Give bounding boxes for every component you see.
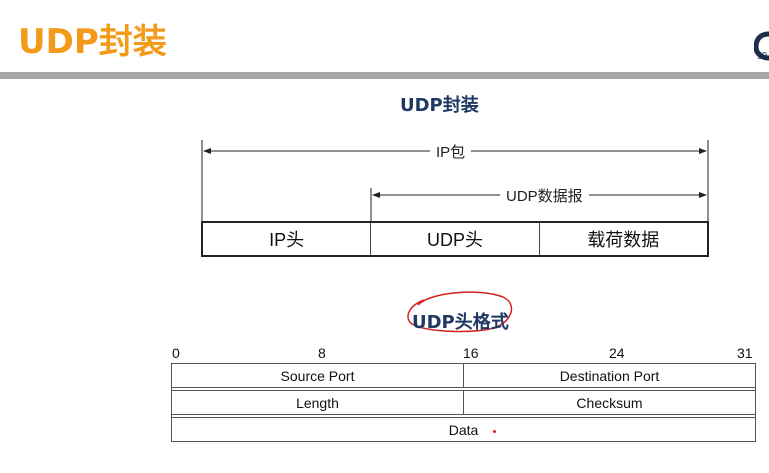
header-row-ports: Source Port Destination Port [171, 363, 756, 388]
logo-icon [754, 31, 769, 61]
slide-title: UDP封装 [18, 22, 167, 62]
length-field: Length [171, 390, 464, 415]
data-field: Data [171, 417, 756, 442]
udp-header-cell: UDP头 [371, 223, 540, 255]
encapsulation-heading: UDP封装 [400, 95, 479, 116]
header-row-data: Data [171, 417, 756, 442]
destination-port-field: Destination Port [463, 363, 756, 388]
bit-label-8: 8 [318, 345, 326, 361]
spacer-cell [171, 414, 756, 418]
row-spacer [171, 387, 756, 391]
bit-label-0: 0 [172, 345, 180, 361]
ip-header-cell: IP头 [203, 223, 372, 255]
encapsulation-row: IP头 UDP头 载荷数据 [201, 221, 709, 257]
source-port-field: Source Port [171, 363, 464, 388]
header-format-heading: UDP头格式 [412, 312, 509, 333]
header-row-length-checksum: Length Checksum [171, 390, 756, 415]
ip-packet-label: IP包 [430, 141, 472, 162]
annotation-dot [493, 430, 496, 433]
bit-label-16: 16 [463, 345, 479, 361]
title-divider [0, 72, 769, 79]
spacer-cell [171, 387, 756, 391]
bit-label-24: 24 [609, 345, 625, 361]
logo-text: go [757, 49, 768, 59]
bit-label-31: 31 [737, 345, 753, 361]
udp-datagram-label: UDP数据报 [500, 185, 589, 206]
payload-cell: 载荷数据 [587, 230, 660, 250]
row-spacer [171, 414, 756, 418]
udp-header-table: Source Port Destination Port Length Chec… [171, 363, 756, 442]
checksum-field: Checksum [463, 390, 756, 415]
